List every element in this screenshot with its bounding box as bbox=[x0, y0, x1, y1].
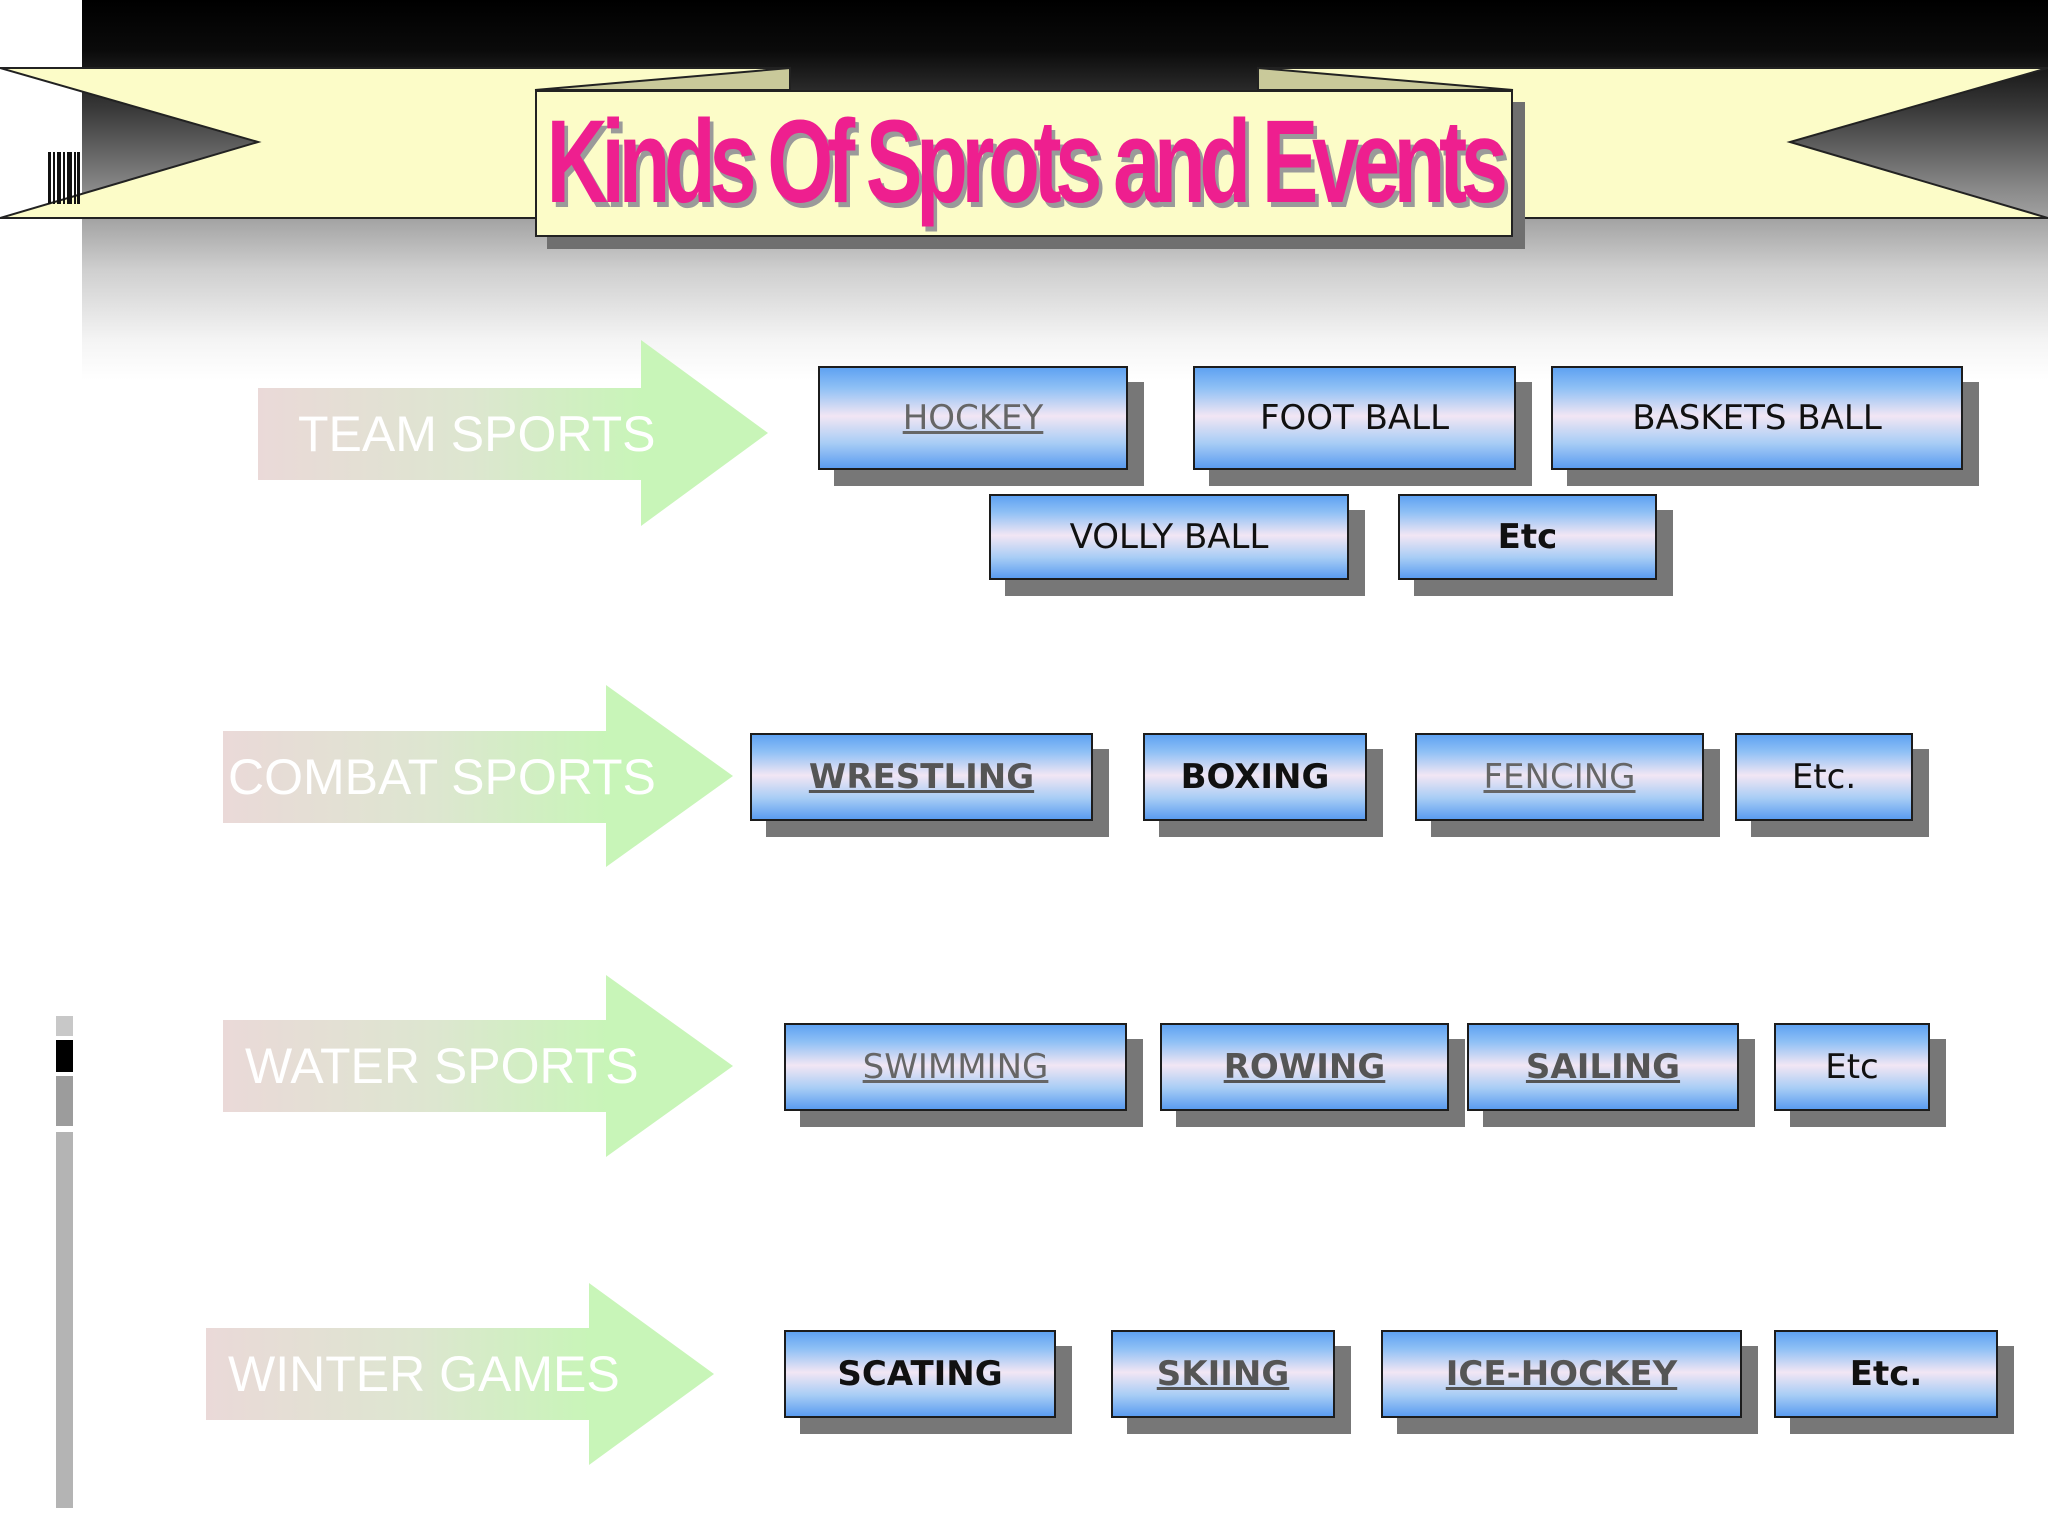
category-arrow-water-sports: WATER SPORTS bbox=[223, 975, 733, 1157]
category-label: WINTER GAMES bbox=[228, 1346, 620, 1402]
sport-button[interactable]: Etc bbox=[1398, 494, 1657, 580]
category-label: WATER SPORTS bbox=[245, 1038, 639, 1094]
arrow-shaft bbox=[258, 388, 643, 480]
category-arrow-winter-games: WINTER GAMES bbox=[206, 1283, 714, 1465]
sport-button[interactable]: SWIMMING bbox=[784, 1023, 1127, 1111]
sport-button[interactable]: SCATING bbox=[784, 1330, 1056, 1418]
arrow-head bbox=[606, 975, 733, 1157]
sport-button[interactable]: VOLLY BALL bbox=[989, 494, 1349, 580]
side-bar-segment bbox=[56, 1040, 73, 1072]
sport-button[interactable]: SKIING bbox=[1111, 1330, 1335, 1418]
arrow-head bbox=[606, 685, 733, 867]
arrow-shaft bbox=[223, 731, 608, 823]
arrow-head bbox=[589, 1283, 714, 1465]
category-label: COMBAT SPORTS bbox=[228, 749, 656, 805]
sport-button[interactable]: Etc. bbox=[1735, 733, 1913, 821]
sport-button[interactable]: ICE-HOCKEY bbox=[1381, 1330, 1742, 1418]
sport-button[interactable]: ROWING bbox=[1160, 1023, 1449, 1111]
side-bar-segment bbox=[56, 1132, 73, 1508]
sport-button[interactable]: WRESTLING bbox=[750, 733, 1093, 821]
arrow-head bbox=[641, 340, 768, 526]
sport-button[interactable]: SAILING bbox=[1467, 1023, 1739, 1111]
category-label: TEAM SPORTS bbox=[298, 406, 656, 462]
arrow-shaft bbox=[206, 1328, 591, 1420]
sport-button[interactable]: FOOT BALL bbox=[1193, 366, 1516, 470]
category-arrow-combat-sports: COMBAT SPORTS bbox=[223, 685, 733, 867]
sport-button[interactable]: FENCING bbox=[1415, 733, 1704, 821]
sport-button[interactable]: HOCKEY bbox=[818, 366, 1128, 470]
title-banner bbox=[535, 90, 1513, 237]
category-arrow-team-sports: TEAM SPORTS bbox=[258, 340, 768, 526]
barcode-icon bbox=[48, 152, 80, 204]
sport-button[interactable]: BASKETS BALL bbox=[1551, 366, 1963, 470]
arrow-shaft bbox=[223, 1020, 608, 1112]
sport-button[interactable]: BOXING bbox=[1143, 733, 1367, 821]
sport-button[interactable]: Etc. bbox=[1774, 1330, 1998, 1418]
sport-button[interactable]: Etc bbox=[1774, 1023, 1930, 1111]
side-bar-segment bbox=[56, 1016, 73, 1036]
page-title: Kinds Of Sprots and Events bbox=[546, 96, 1508, 228]
side-bar-segment bbox=[56, 1076, 73, 1126]
